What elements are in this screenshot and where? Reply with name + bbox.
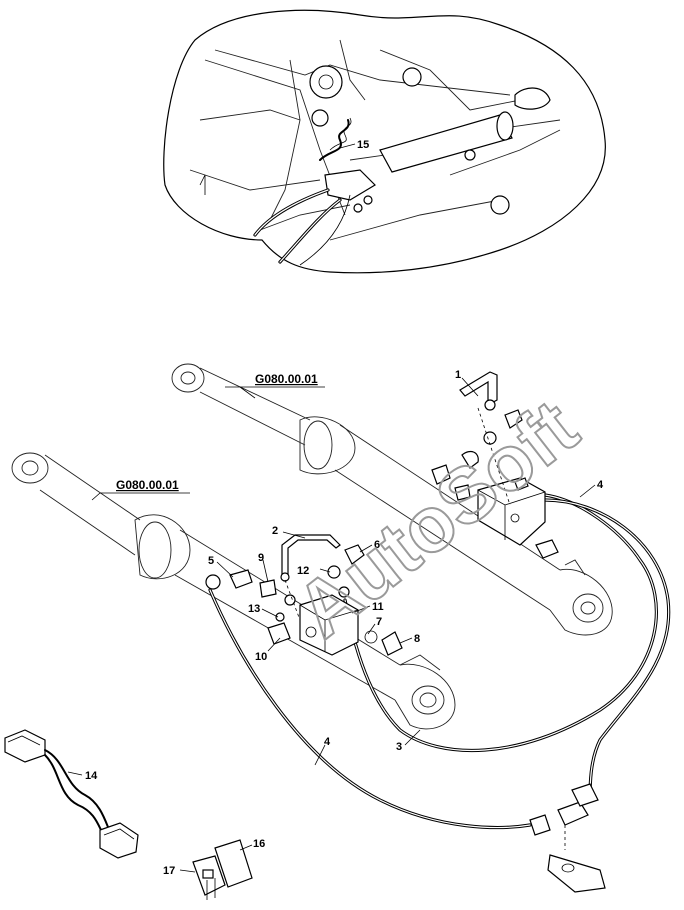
reference-lower: G080.00.01 [116,478,179,492]
fitting-9 [259,579,277,598]
callout-14: 14 [85,770,98,782]
fitting-8 [381,631,403,656]
callouts: 1 2 3 4 4 5 6 7 8 9 10 11 12 13 14 15 16… [85,139,604,877]
parts-16-17 [192,839,253,900]
callout-11: 11 [372,601,384,613]
reference-upper: G080.00.01 [255,372,318,386]
inset-view [163,9,606,274]
fitting-6 [344,544,365,565]
callout-4-lower: 4 [324,736,331,748]
callout-17: 17 [163,865,175,877]
valve-block-lower [299,594,359,656]
callout-5: 5 [208,555,214,567]
callout-15: 15 [357,139,369,151]
callout-4-upper: 4 [597,479,604,491]
callout-12: 12 [297,565,309,577]
upper-cylinder [171,363,613,636]
tee-fitting [529,783,606,893]
callout-2: 2 [272,525,278,537]
callout-16: 16 [253,838,265,850]
pipe-2 [281,534,341,576]
reference-labels: G080.00.01 G080.00.01 [91,372,325,501]
plate-16 [214,839,253,888]
hoses [208,493,671,830]
valve-block-upper [477,477,546,546]
lower-valve-assembly [205,534,403,656]
callout-7: 7 [376,616,382,628]
harness-14 [4,729,139,859]
callout-10: 10 [255,651,267,663]
callout-9: 9 [258,552,264,564]
callout-8: 8 [414,633,420,645]
callout-6: 6 [374,539,380,551]
leader-lines [67,143,596,873]
upper-valve-assembly [431,371,559,559]
fitting-5 [229,569,253,589]
callout-13: 13 [248,603,260,615]
fitting-10 [267,622,291,645]
inset-outline [163,9,606,274]
watermark: AutoSoft [280,383,594,655]
callout-1: 1 [455,369,461,381]
callout-3: 3 [396,741,402,753]
